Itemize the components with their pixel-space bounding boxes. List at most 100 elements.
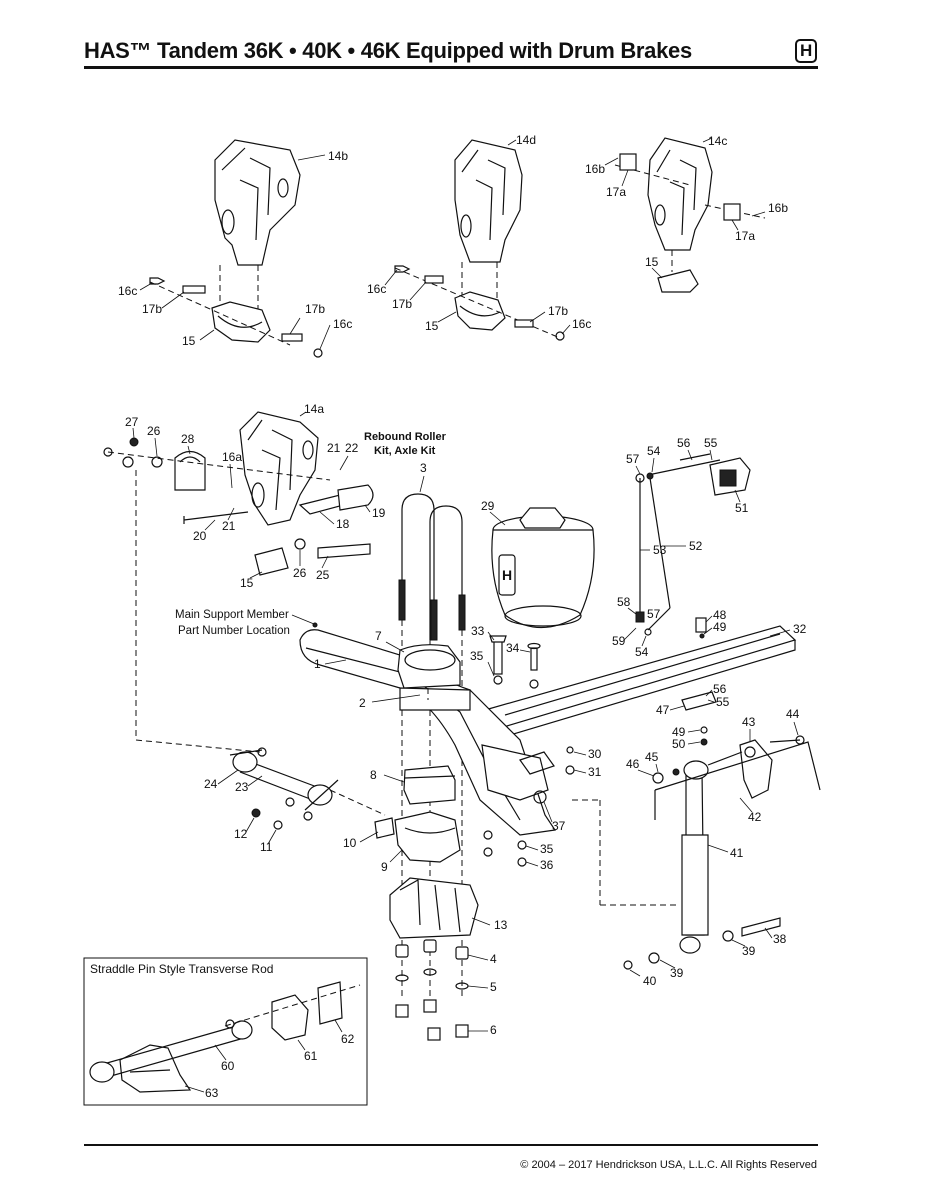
- callout-1: 1: [314, 657, 321, 671]
- callout-60: 60: [221, 1059, 235, 1073]
- callout-14a: 14a: [304, 402, 324, 416]
- svg-text:H: H: [502, 567, 512, 583]
- callout-50: 50: [672, 737, 686, 751]
- callout-47: 47: [656, 703, 670, 717]
- callout-49-a: 49: [713, 620, 727, 634]
- callout-20: 20: [193, 529, 207, 543]
- callout-4: 4: [490, 952, 497, 966]
- callout-46: 46: [626, 757, 640, 771]
- callout-58: 58: [617, 595, 631, 609]
- callout-61: 61: [304, 1049, 318, 1063]
- inset-title: Straddle Pin Style Transverse Rod: [90, 962, 273, 976]
- callout-19: 19: [372, 506, 386, 520]
- callout-62: 62: [341, 1032, 355, 1046]
- callout-17b-c: 17b: [392, 297, 412, 311]
- callout-51: 51: [735, 501, 749, 515]
- hanger-assembly-14a: [107, 411, 374, 753]
- callout-53: 53: [653, 543, 667, 557]
- header-divider: [84, 66, 818, 69]
- callout-44: 44: [786, 707, 800, 721]
- logo-letter: H: [800, 41, 813, 60]
- callout-8: 8: [370, 768, 377, 782]
- callout-28: 28: [181, 432, 195, 446]
- main-support-beam-1: [299, 629, 557, 836]
- callout-13: 13: [494, 918, 508, 932]
- valve-bracket-47: [681, 691, 717, 746]
- callout-48: 48: [713, 608, 727, 622]
- callout-15-c: 15: [645, 255, 659, 269]
- callout-17a-a: 17a: [606, 185, 626, 199]
- callout-14b: 14b: [328, 149, 348, 163]
- callout-36: 36: [540, 858, 554, 872]
- callout-17a-b: 17a: [735, 229, 755, 243]
- axle-spacer-8: [403, 765, 456, 805]
- callout-6: 6: [490, 1023, 497, 1037]
- callout-34: 34: [506, 641, 520, 655]
- copyright-footer: © 2004 – 2017 Hendrickson USA, L.L.C. Al…: [520, 1159, 817, 1171]
- callout-11: 11: [260, 840, 273, 854]
- callout-55-a: 55: [704, 436, 718, 450]
- callout-25: 25: [316, 568, 330, 582]
- callout-15-b: 15: [425, 319, 439, 333]
- callout-56-b: 56: [713, 682, 727, 696]
- callout-16b-a: 16b: [585, 162, 605, 176]
- callout-7: 7: [375, 629, 382, 643]
- callout-33: 33: [471, 624, 485, 638]
- hanger-assembly-14c: [614, 137, 766, 293]
- callout-63: 63: [205, 1086, 219, 1100]
- page-title: HAS™ Tandem 36K • 40K • 46K Equipped wit…: [84, 38, 692, 63]
- callout-2: 2: [359, 696, 366, 710]
- callout-49-b: 49: [672, 725, 686, 739]
- callout-30: 30: [588, 747, 602, 761]
- shock-absorber-41: [572, 735, 821, 970]
- callout-26-b: 26: [293, 566, 307, 580]
- callout-55-b: 55: [716, 695, 730, 709]
- footer-divider: [84, 1144, 818, 1146]
- callout-27: 27: [125, 415, 139, 429]
- torque-rod-23: [229, 747, 386, 816]
- callout-15-d: 15: [240, 576, 254, 590]
- rebound-roller-note-line1: Rebound Roller: [364, 431, 447, 443]
- callout-32: 32: [793, 622, 807, 636]
- callout-16c-a: 16c: [118, 284, 137, 298]
- callout-38: 38: [773, 932, 787, 946]
- bottom-axle-bracket-13: [389, 877, 479, 939]
- callout-16b-b: 16b: [768, 201, 788, 215]
- hanger-assembly-14b: [149, 139, 323, 358]
- callout-59: 59: [612, 634, 626, 648]
- inset-straddle-pin-transverse-rod: [83, 957, 368, 1106]
- callout-21-b: 21: [222, 519, 236, 533]
- callout-3: 3: [420, 461, 427, 475]
- callout-35-b: 35: [540, 842, 554, 856]
- hanger-assembly-14d: [394, 139, 565, 341]
- callout-16c-b: 16c: [333, 317, 352, 331]
- callout-16c-c: 16c: [367, 282, 386, 296]
- u-bolt-nuts-washers: [395, 939, 469, 1041]
- callout-23: 23: [235, 780, 249, 794]
- callout-57-b: 57: [647, 607, 661, 621]
- callout-42: 42: [748, 810, 762, 824]
- callout-14d: 14d: [516, 133, 536, 147]
- callout-29: 29: [481, 499, 495, 513]
- callout-9: 9: [381, 860, 388, 874]
- callout-57-a: 57: [626, 452, 640, 466]
- callout-52: 52: [689, 539, 703, 553]
- callout-22: 22: [345, 441, 359, 455]
- callout-54-b: 54: [635, 645, 649, 659]
- callout-35-a: 35: [470, 649, 484, 663]
- callout-45: 45: [645, 750, 659, 764]
- callout-17b-a: 17b: [142, 302, 162, 316]
- air-spring-fasteners: [489, 635, 541, 689]
- callout-43: 43: [742, 715, 756, 729]
- callout-40: 40: [643, 974, 657, 988]
- callout-39-a: 39: [742, 944, 756, 958]
- callout-56-a: 56: [677, 436, 691, 450]
- callout-21-a: 21: [327, 441, 341, 455]
- callout-16c-d: 16c: [572, 317, 591, 331]
- callout-54-a: 54: [647, 444, 661, 458]
- hendrickson-logo-icon: H: [795, 39, 817, 63]
- callout-24: 24: [204, 777, 218, 791]
- callout-41: 41: [730, 846, 744, 860]
- callout-10: 10: [343, 836, 357, 850]
